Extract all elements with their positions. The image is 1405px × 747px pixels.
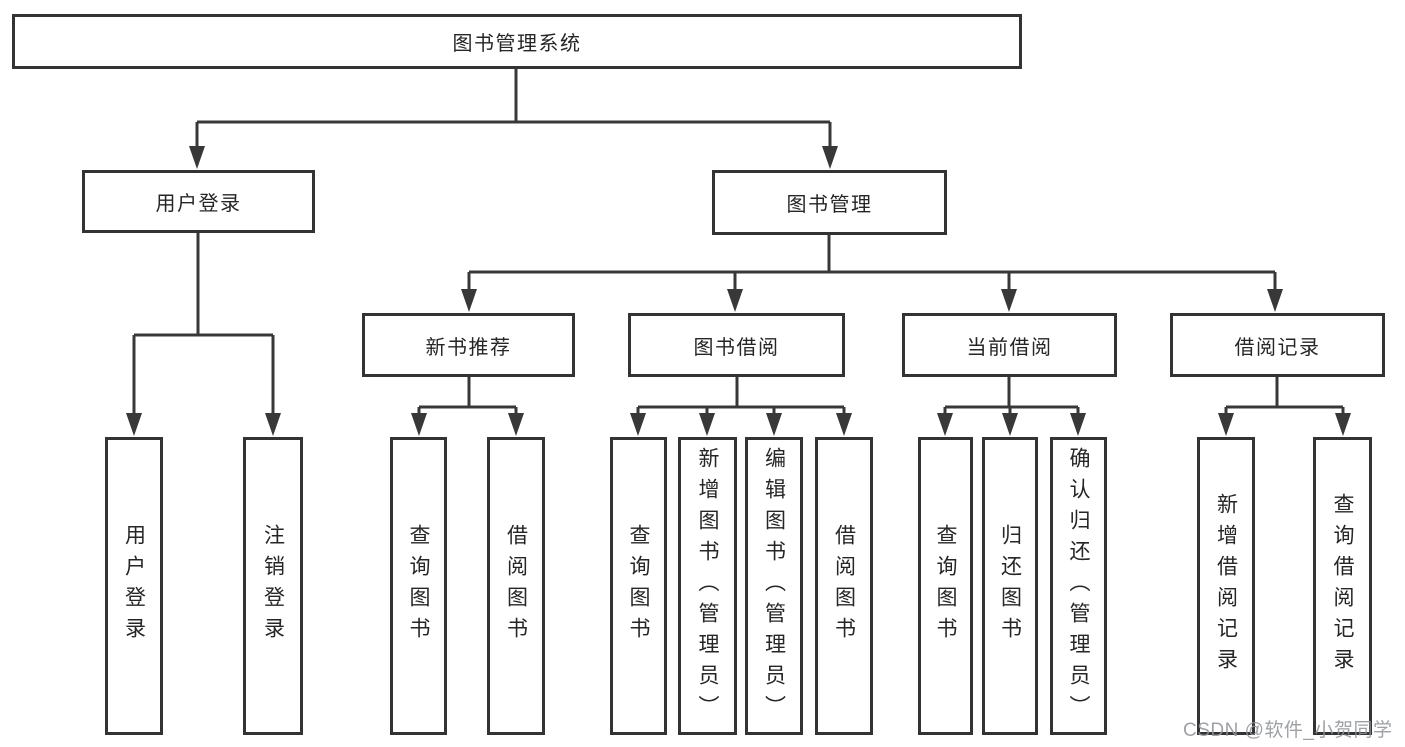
node-system-root: 图书管理系统 <box>12 14 1022 69</box>
leaf-borrow-book: 借阅图书 <box>815 437 873 735</box>
node-label: 查询图书 <box>627 524 650 648</box>
leaf-add-borrow-record: 新增借阅记录 <box>1197 437 1255 735</box>
node-label: 借阅图书 <box>832 524 856 648</box>
node-book-management: 图书管理 <box>712 170 947 235</box>
connector-new-book-to-leaves <box>411 377 524 436</box>
leaf-current-query-book: 查询图书 <box>918 437 973 735</box>
connector-book-borrow-to-leaves <box>630 377 852 436</box>
leaf-borrow-query-book: 查询图书 <box>610 437 667 735</box>
leaf-edit-book-admin: 编辑图书（管理员） <box>745 437 803 735</box>
node-label: 查询借阅记录 <box>1331 493 1354 679</box>
node-label: 用户登录 <box>155 193 242 215</box>
leaf-recommend-borrow-book: 借阅图书 <box>487 437 545 735</box>
connector-borrow-record-to-leaves <box>1218 377 1351 436</box>
leaf-user-login: 用户登录 <box>105 437 163 735</box>
node-user-login: 用户登录 <box>82 170 315 233</box>
leaf-recommend-query-book: 查询图书 <box>390 437 447 735</box>
leaf-logout: 注销登录 <box>243 437 303 735</box>
node-label: 当前借阅 <box>966 336 1053 359</box>
node-book-borrow: 图书借阅 <box>628 313 845 377</box>
connector-book-mgmt-to-level3 <box>461 235 1283 312</box>
node-label: 新增图书（管理员） <box>696 446 719 726</box>
node-label: 注销登录 <box>261 524 285 648</box>
node-label: 用户登录 <box>122 524 146 648</box>
node-label: 查询图书 <box>934 524 957 648</box>
node-label: 借阅图书 <box>504 524 528 648</box>
node-label: 图书管理系统 <box>452 33 582 55</box>
node-label: 借阅记录 <box>1234 336 1321 359</box>
node-new-book-recommend: 新书推荐 <box>362 313 575 377</box>
node-label: 归还图书 <box>998 524 1022 648</box>
node-borrow-record: 借阅记录 <box>1170 313 1385 377</box>
leaf-confirm-return-admin: 确认归还（管理员） <box>1050 437 1107 735</box>
node-label: 编辑图书（管理员） <box>762 446 786 726</box>
connector-current-borrow-to-leaves <box>937 377 1086 436</box>
node-label: 新书推荐 <box>425 336 512 359</box>
node-label: 确认归还（管理员） <box>1067 446 1090 726</box>
leaf-return-book: 归还图书 <box>982 437 1038 735</box>
leaf-query-borrow-record: 查询借阅记录 <box>1313 437 1372 735</box>
node-current-borrow: 当前借阅 <box>902 313 1117 377</box>
csdn-watermark: CSDN @软件_小贺同学 <box>1183 720 1393 741</box>
connector-user-login-to-leaves <box>126 233 281 436</box>
node-label: 查询图书 <box>407 524 430 648</box>
leaf-add-book-admin: 新增图书（管理员） <box>678 437 737 735</box>
node-label: 新增借阅记录 <box>1214 493 1238 679</box>
node-label: 图书管理 <box>786 194 873 216</box>
node-label: 图书借阅 <box>693 336 780 359</box>
connector-root-to-level2 <box>189 69 838 169</box>
